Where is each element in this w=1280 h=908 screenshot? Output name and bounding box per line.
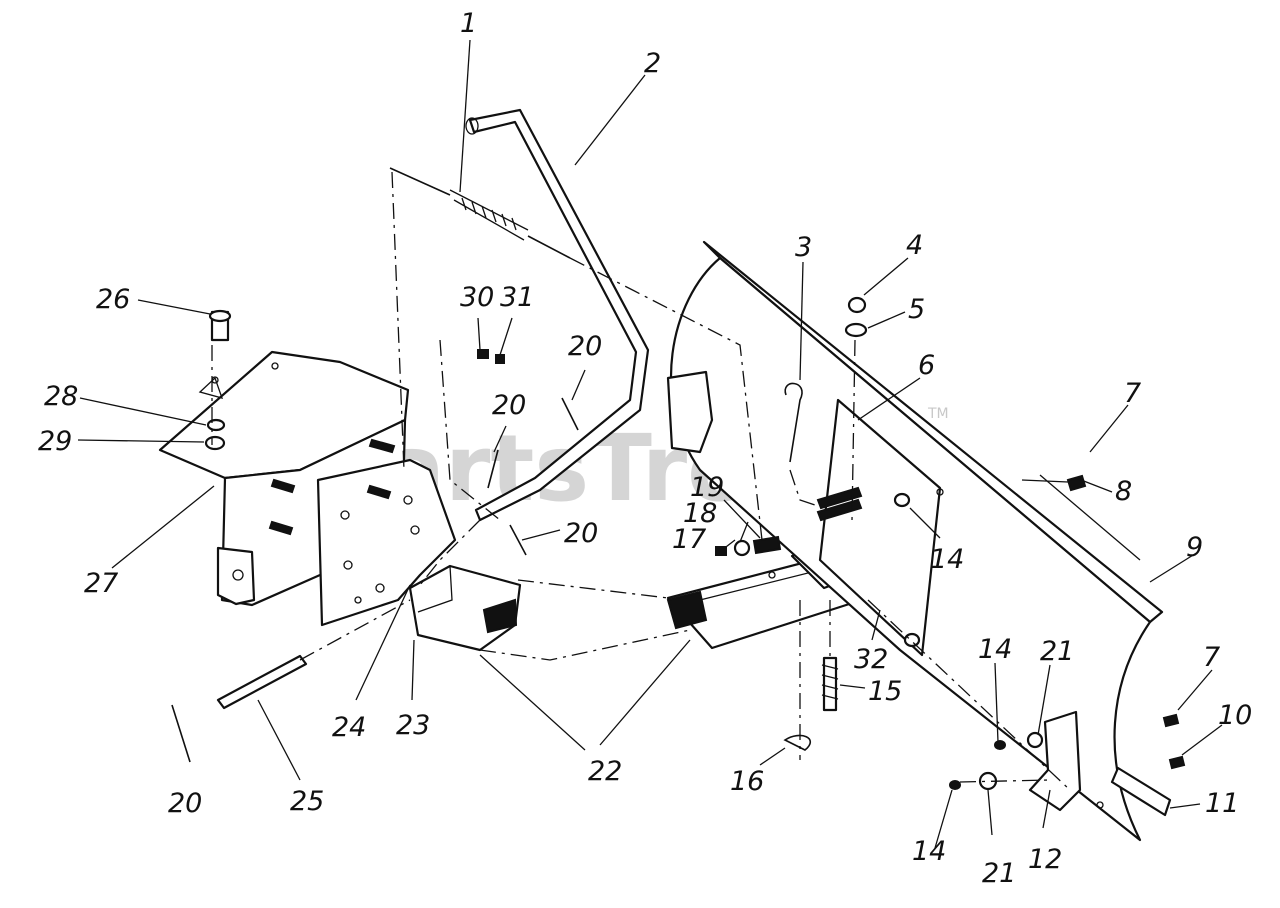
- callout-10: 10: [1218, 700, 1252, 731]
- callout-2: 2: [644, 48, 661, 79]
- callout-20a: 20: [568, 331, 602, 362]
- lift-handle-part: [465, 108, 650, 522]
- clevis-pin-part: [784, 382, 803, 463]
- callout-27: 27: [84, 568, 118, 599]
- pin-part: [171, 654, 308, 763]
- cotter-pins-part: [487, 397, 579, 556]
- wear-strip-part: [1110, 766, 1172, 817]
- callout-29: 29: [38, 426, 72, 457]
- callout-11: 11: [1205, 788, 1239, 819]
- callout-labels: 1 2 3 4 5 6 7 8 9 7 10 11 12 14 14 14 15…: [38, 8, 1252, 889]
- spring-part: [389, 167, 571, 259]
- callout-19: 19: [690, 472, 724, 503]
- callout-17: 17: [672, 524, 706, 555]
- skid-shoe-part: [666, 370, 1082, 812]
- callout-26: 26: [96, 284, 130, 315]
- callout-14b: 14: [930, 544, 964, 575]
- callout-9: 9: [1186, 532, 1203, 563]
- callout-25: 25: [290, 786, 324, 817]
- callout-16: 16: [730, 766, 764, 797]
- callout-18: 18: [683, 498, 717, 529]
- callout-4: 4: [906, 230, 923, 261]
- hardware-part: [204, 296, 1186, 791]
- assembly-lines: [211, 171, 1071, 791]
- callout-6: 6: [918, 350, 935, 381]
- leader-lines: [77, 39, 1223, 849]
- bolts-part: [783, 656, 839, 751]
- callout-20b: 20: [492, 390, 526, 421]
- callout-21b: 21: [982, 858, 1016, 889]
- callout-20d: 20: [168, 788, 202, 819]
- callout-1: 1: [460, 8, 477, 39]
- callout-15: 15: [868, 676, 902, 707]
- callout-32: 32: [854, 644, 888, 675]
- callout-24: 24: [332, 712, 366, 743]
- callout-5: 5: [908, 294, 925, 325]
- callout-7a: 7: [1124, 378, 1141, 409]
- callout-8: 8: [1115, 476, 1132, 507]
- callout-20c: 20: [564, 518, 598, 549]
- push-frame-tube-part: [408, 564, 522, 652]
- pivot-plate-part: [316, 458, 457, 627]
- callout-3: 3: [795, 232, 812, 263]
- callout-30: 30: [460, 282, 494, 313]
- callout-22: 22: [588, 756, 622, 787]
- watermark-trademark: TM: [927, 406, 949, 422]
- studs-part: [268, 438, 396, 536]
- callout-7b: 7: [1203, 642, 1220, 673]
- callout-12: 12: [1028, 844, 1062, 875]
- callout-14c: 14: [912, 836, 946, 867]
- callout-28: 28: [44, 381, 78, 412]
- callout-23: 23: [396, 710, 430, 741]
- callout-31: 31: [500, 282, 534, 313]
- callout-14a: 14: [978, 634, 1012, 665]
- callout-21a: 21: [1040, 636, 1074, 667]
